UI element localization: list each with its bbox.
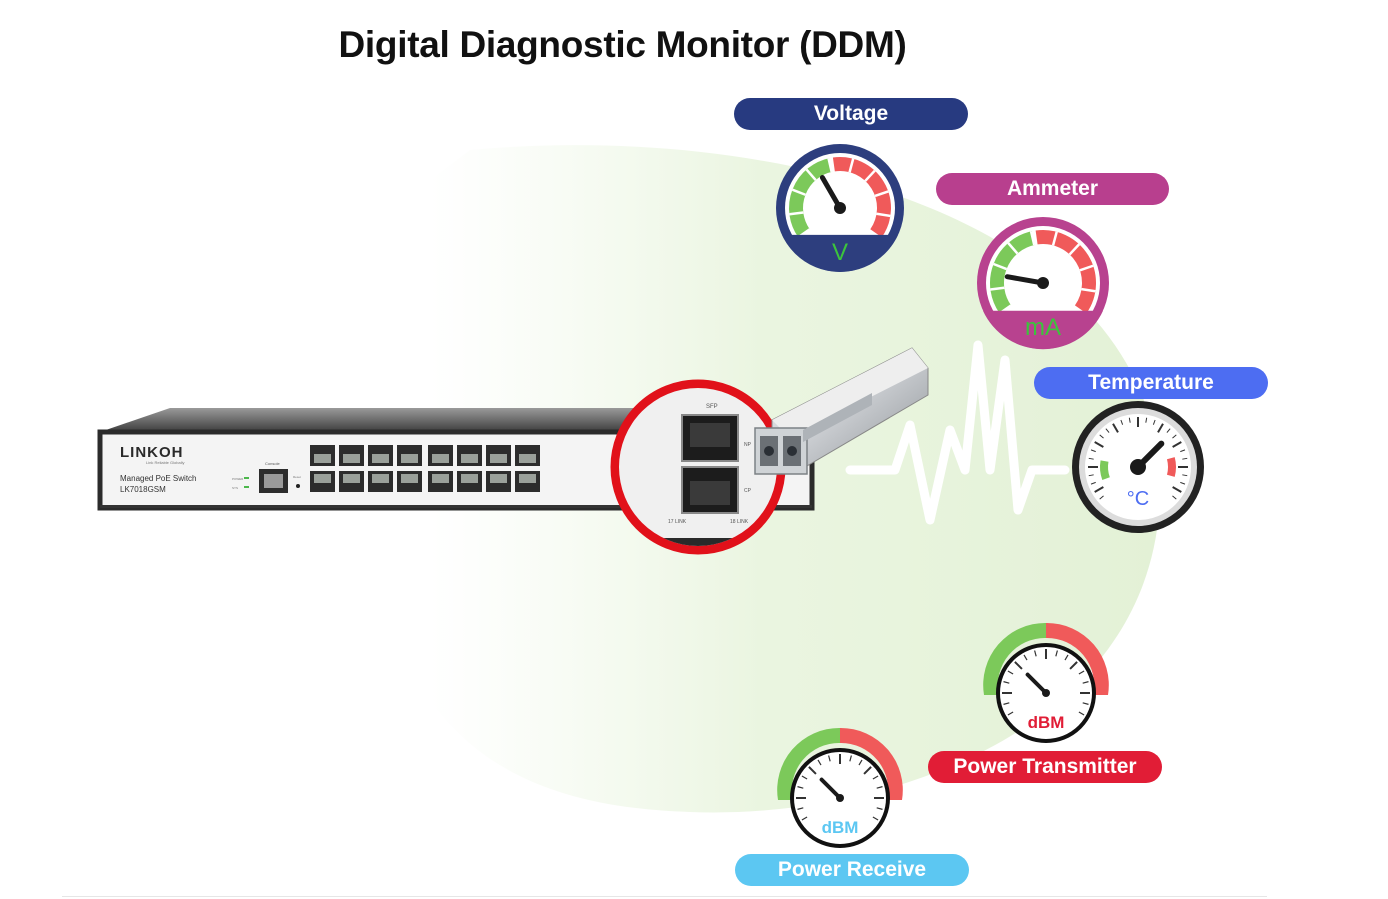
page-title: Digital Diagnostic Monitor (DDM)	[338, 24, 907, 65]
power-led-icon	[244, 477, 249, 479]
power-receive-label: Power Receive	[735, 854, 969, 886]
bottom-rule	[62, 896, 1267, 897]
power-transmitter-gauge: dBM	[983, 622, 1109, 743]
switch-tagline: Link Reliable Globally	[146, 460, 184, 465]
voltage-gauge: V	[776, 144, 904, 272]
reset-label: Reset	[293, 475, 301, 479]
temperature-label: Temperature	[1034, 367, 1268, 399]
sfp-port-bottom-label: CP	[744, 488, 752, 494]
temperature-gauge: °C	[1072, 401, 1204, 533]
reset-button-icon	[296, 484, 300, 488]
pulse-line	[845, 340, 1070, 525]
ammeter-gauge-unit: mA	[1025, 314, 1061, 341]
switch-model-number: LK7018GSM	[120, 485, 166, 494]
ammeter-gauge: mA	[977, 217, 1109, 350]
voltage-gauge-unit: V	[832, 239, 848, 266]
temperature-gauge-unit: °C	[1127, 488, 1149, 510]
sys-led-icon	[244, 486, 249, 488]
power-receive-gauge: dBM	[777, 727, 903, 848]
power-label: POWER	[232, 477, 244, 481]
console-label: Console	[265, 461, 280, 466]
rj45-ports	[310, 445, 540, 492]
voltage-label: Voltage	[734, 98, 968, 130]
ammeter-label: Ammeter	[936, 173, 1169, 205]
sfp-label: SFP	[706, 404, 718, 410]
switch-brand: LINKOH	[120, 444, 184, 461]
power-transmitter-gauge-unit: dBM	[1028, 713, 1065, 732]
link-right-label: 18 LINK	[730, 519, 749, 525]
sfp-module-icon	[754, 347, 929, 475]
switch-model-name: Managed PoE Switch	[120, 474, 197, 483]
link-left-label: 17 LINK	[668, 519, 687, 525]
power-receive-gauge-unit: dBM	[822, 818, 859, 837]
sys-label: SYS	[232, 486, 238, 490]
sfp-zoom: SFP NP CP 17 LINK 18 LINK	[610, 379, 786, 555]
power-transmitter-label: Power Transmitter	[928, 751, 1162, 783]
sfp-port-top-label: NP	[744, 442, 752, 448]
